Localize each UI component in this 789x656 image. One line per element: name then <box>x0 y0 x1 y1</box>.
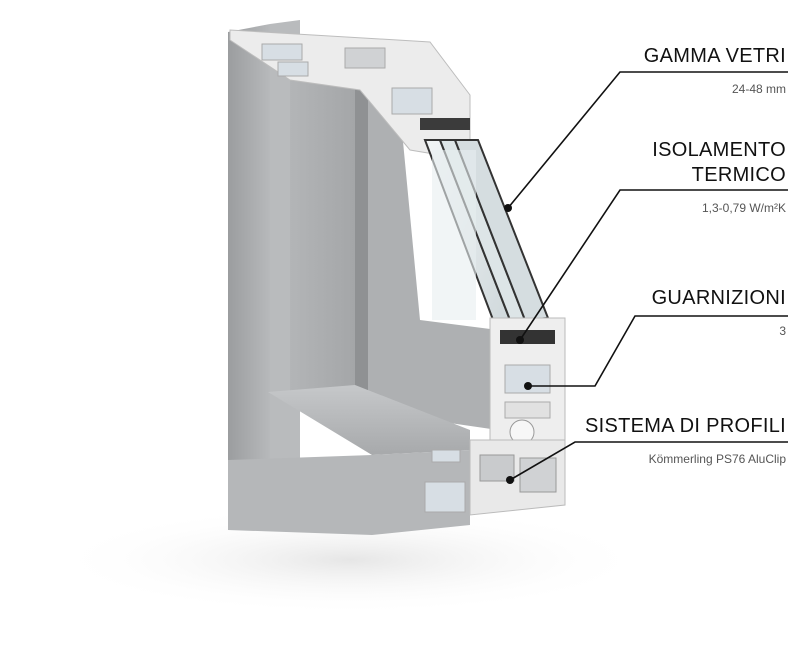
top-profile-section <box>229 29 471 161</box>
frame-main-face <box>290 80 360 410</box>
feature-value: 3 <box>779 324 786 338</box>
feature-value: 24-48 mm <box>731 82 786 96</box>
feature-gaskets: GUARNIZIONI 3 <box>652 286 786 338</box>
feature-title: SISTEMA DI PROFILI <box>585 415 786 437</box>
feature-profile-system: SISTEMA DI PROFILI Kömmerling PS76 AluCl… <box>585 414 786 466</box>
bottom-sill-top <box>268 385 470 455</box>
feature-title: GAMMA VETRI <box>643 45 786 67</box>
bottom-frame-section <box>424 439 566 516</box>
callout-line-seals <box>528 315 788 387</box>
feature-title-line-1: ISOLAMENTO <box>652 139 786 161</box>
feature-value: Kömmerling PS76 AluClip <box>648 452 786 466</box>
outer-frame-face <box>228 24 270 520</box>
feature-glass-range: GAMMA VETRI 24-48 mm <box>644 44 786 96</box>
feature-title: ISOLAMENTO TERMICO <box>652 138 786 188</box>
feature-title-line-2: TERMICO <box>691 164 786 186</box>
feature-thermal-insulation: ISOLAMENTO TERMICO 1,3-0,79 W/m²K <box>652 138 786 215</box>
callout-line-glass <box>507 71 788 209</box>
sash-inner-face <box>360 90 498 430</box>
lower-sash-section <box>489 317 566 445</box>
callout-lines <box>504 71 788 484</box>
feature-value: 1,3-0,79 W/m²K <box>701 201 786 215</box>
triple-glazing <box>423 139 550 327</box>
bottom-sill-front <box>228 450 470 535</box>
frame-reveal <box>355 85 368 412</box>
callout-line-profile <box>509 441 788 481</box>
feature-title: GUARNIZIONI <box>651 287 786 309</box>
callout-line-thermal <box>519 189 788 341</box>
floor-shadow <box>50 505 650 615</box>
